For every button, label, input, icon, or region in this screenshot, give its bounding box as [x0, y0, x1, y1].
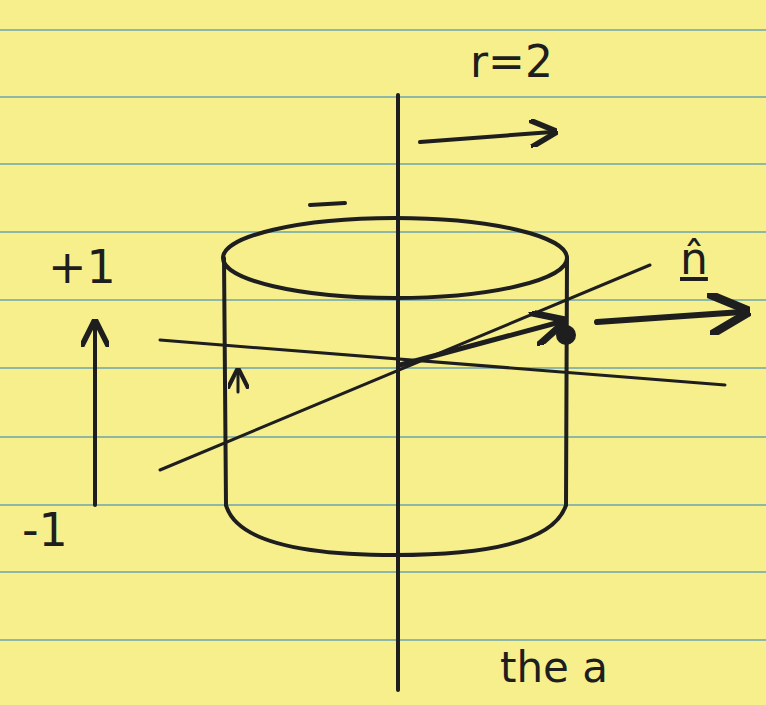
y-axis: [160, 265, 650, 470]
bottom-bound-label: -1: [22, 505, 68, 556]
side-arrow: [237, 372, 240, 392]
top-bound-label: +1: [48, 242, 116, 293]
normal-label: n̂: [680, 235, 708, 283]
cylinder-top: [223, 218, 567, 298]
z-axis: [396, 95, 400, 690]
normal-arrow: [597, 312, 742, 322]
x-axis: [160, 340, 725, 385]
cylinder-side: [224, 258, 226, 505]
ruled-lines: [0, 30, 766, 640]
note-text: the a: [500, 645, 608, 691]
radius-arrow: [400, 322, 560, 365]
point-dot: [558, 327, 574, 343]
radius-label: r=2: [470, 38, 553, 86]
cylinder-side: [566, 258, 567, 505]
cylinder-bottom: [226, 505, 566, 555]
tick: [310, 203, 345, 205]
height-arrow: [93, 325, 97, 505]
radius-indicator: [420, 132, 552, 142]
